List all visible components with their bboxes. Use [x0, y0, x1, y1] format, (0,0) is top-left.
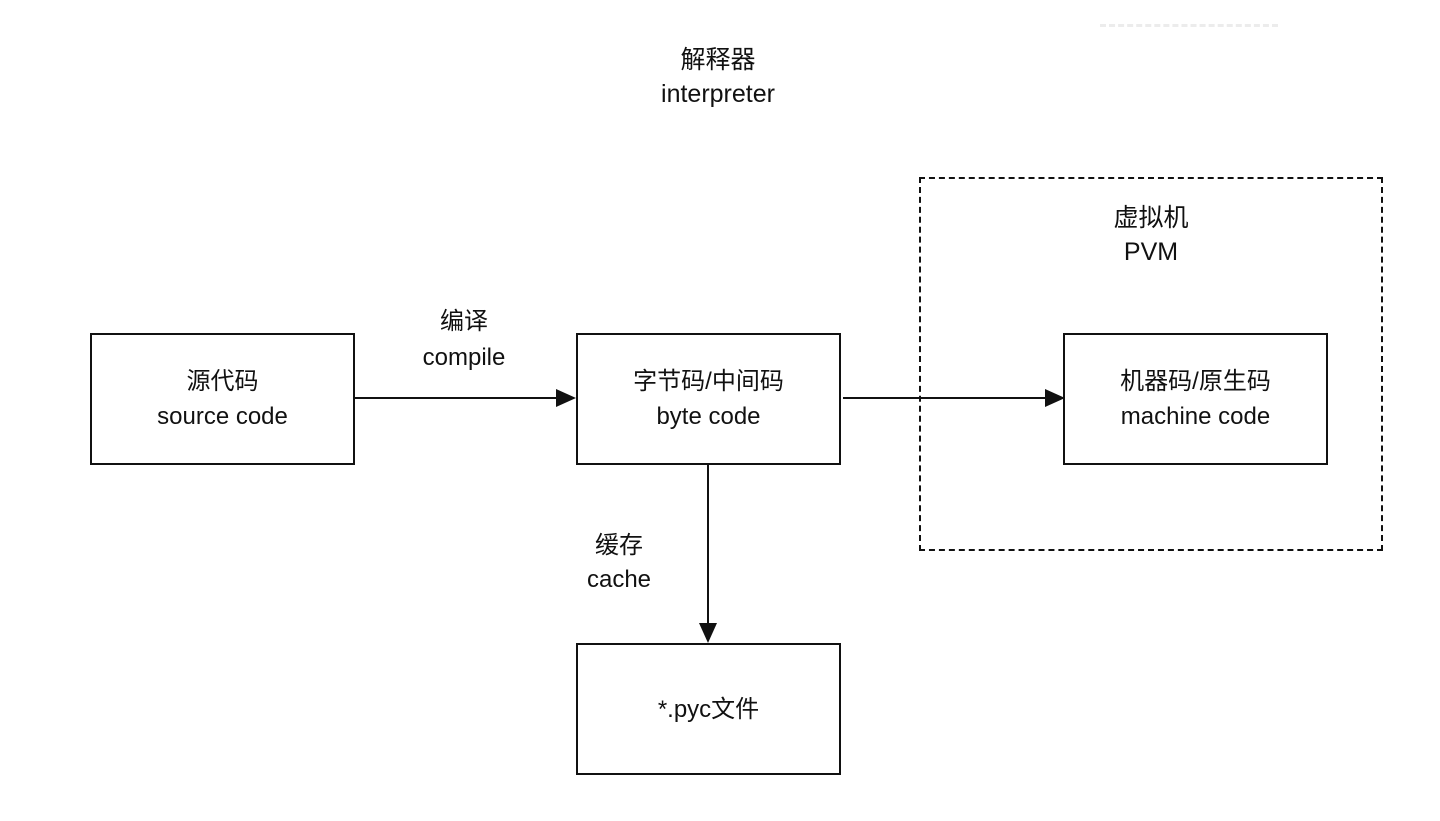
edge-compile-label: 编译 compile	[384, 304, 544, 376]
pvm-virtual-machine-container: 虚拟机 PVM	[919, 177, 1383, 551]
diagram-title-zh: 解释器	[680, 46, 756, 74]
diagram-title-en: interpreter	[661, 80, 775, 108]
node-byte-code-label-zh: 字节码/中间码	[633, 368, 784, 395]
node-machine-code-label-zh: 机器码/原生码	[1120, 368, 1271, 395]
node-machine-code-label-en: machine code	[1120, 403, 1271, 430]
pvm-container-label: 虚拟机 PVM	[921, 201, 1381, 269]
node-byte-code-label-en: byte code	[656, 403, 761, 430]
pvm-label-en: PVM	[1123, 238, 1179, 266]
node-source-code-label-en: source code	[157, 403, 288, 430]
edge-cache-label-zh: 缓存	[595, 532, 643, 559]
node-source-code-label-zh: 源代码	[186, 368, 259, 395]
node-byte-code: 字节码/中间码 byte code	[576, 333, 841, 465]
edge-compile-arrowhead-icon	[556, 389, 576, 407]
erased-dashed-line-artifact	[1100, 24, 1278, 27]
edge-cache-label: 缓存 cache	[539, 529, 699, 597]
node-pyc-file: *.pyc文件	[576, 643, 841, 775]
pvm-label-zh: 虚拟机	[1113, 204, 1189, 232]
node-source-code: 源代码 source code	[90, 333, 355, 465]
edge-cache-label-en: cache	[586, 566, 652, 593]
edge-compile-label-zh: 编译	[440, 308, 488, 335]
edge-cache-arrowhead-icon	[699, 623, 717, 643]
node-pyc-file-label: *.pyc文件	[657, 695, 760, 723]
node-machine-code: 机器码/原生码 machine code	[1063, 333, 1328, 465]
edge-execute-arrowhead-icon	[1045, 389, 1065, 407]
edge-cache-line	[707, 465, 709, 623]
edge-compile-label-en: compile	[422, 344, 506, 371]
edge-execute-line	[843, 397, 1045, 399]
diagram-title: 解释器 interpreter	[593, 43, 843, 111]
edge-compile-line	[355, 397, 558, 399]
